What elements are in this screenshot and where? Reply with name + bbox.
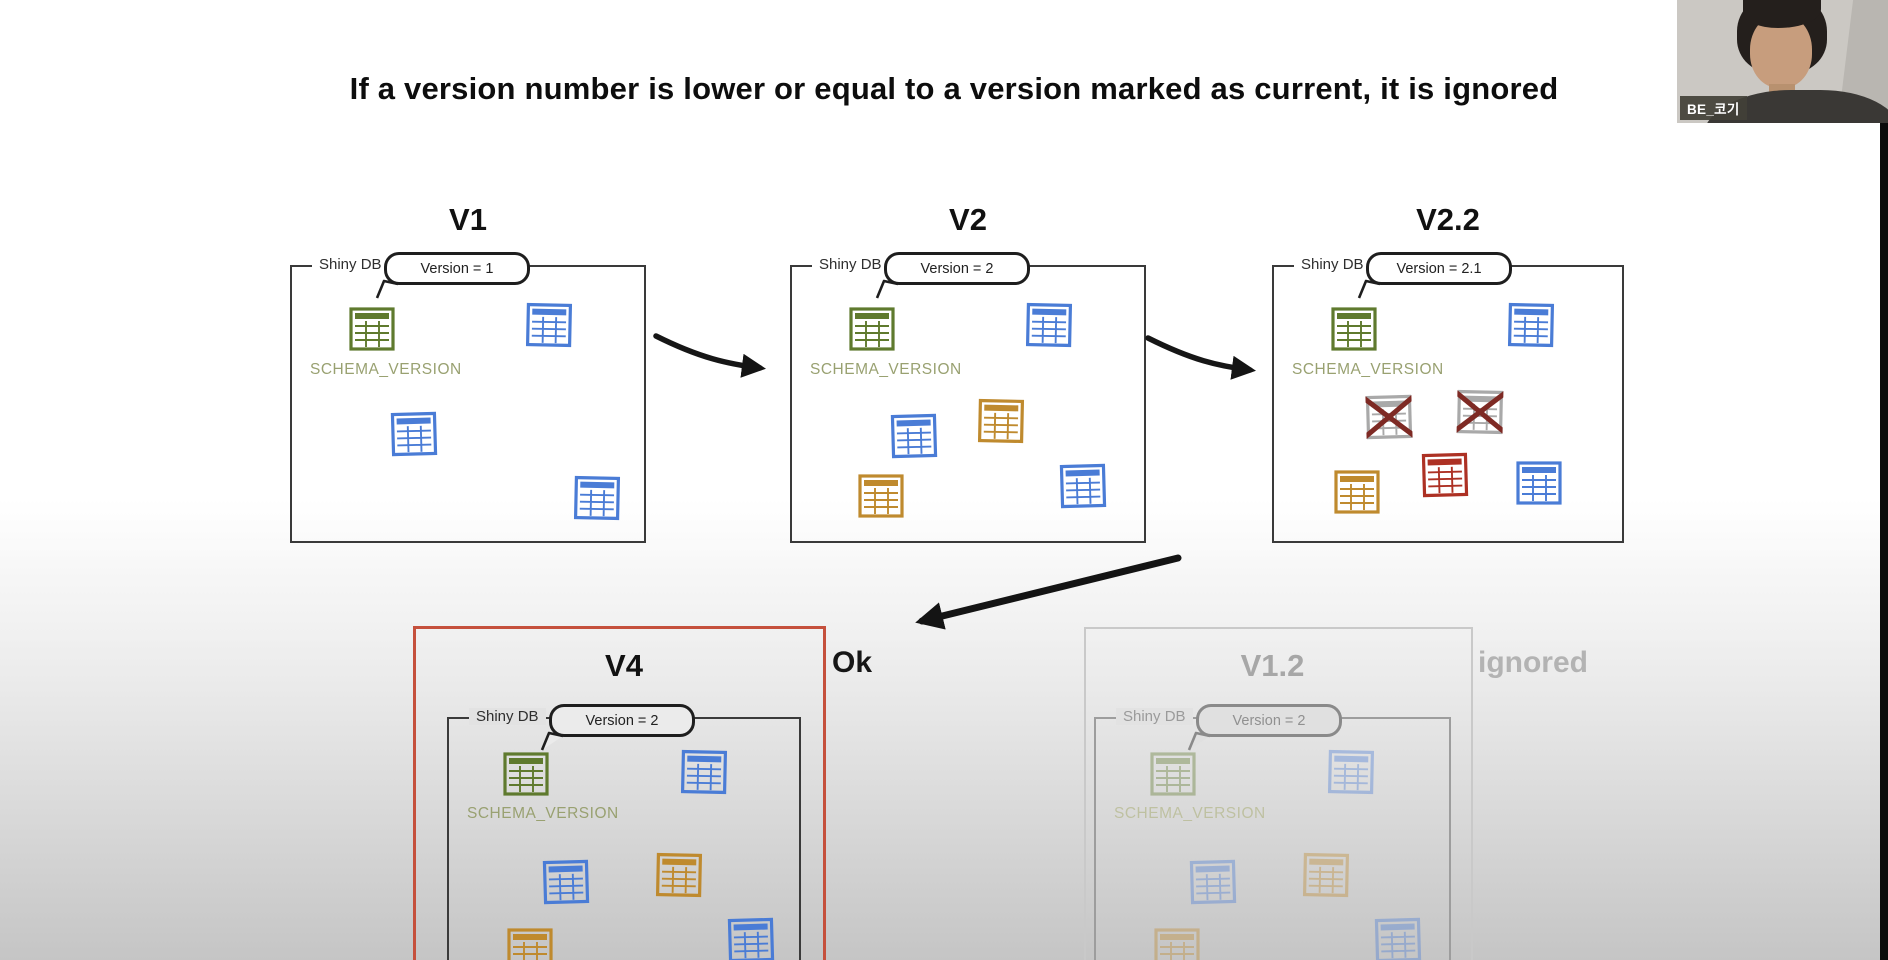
red-table-icon: [1421, 452, 1469, 498]
tables-layer: [1096, 719, 1449, 960]
webcam-name-tag: BE_코기: [1680, 96, 1747, 120]
green-table-icon: [1150, 752, 1196, 796]
version-bubble-text: Version = 2: [1232, 712, 1306, 729]
tables-layer: [792, 267, 1144, 541]
version-panel-v1-2: V1.2 Shiny DB Version = 2 SCHEMA_VERSION: [1094, 648, 1451, 960]
blue-table-icon: [1374, 917, 1422, 960]
schema-version-label: SCHEMA_VERSION: [1292, 361, 1444, 378]
schema-version-label: SCHEMA_VERSION: [1114, 805, 1266, 822]
db-box: Shiny DB Version = 1 SCHEMA_VERSION: [290, 252, 646, 543]
orange-table-icon: [655, 852, 703, 898]
crossed-out-table-icon: [1453, 389, 1507, 435]
version-bubble-text: Version = 2: [920, 260, 994, 277]
arrow-v1-to-v2: [653, 333, 767, 378]
db-box: Shiny DB Version = 2 SCHEMA_VERSION: [447, 704, 801, 960]
blue-table-icon: [573, 475, 621, 521]
db-box-label: Shiny DB: [1116, 708, 1193, 725]
version-panel-v4: V4 Shiny DB Version = 2 SCHEMA_VERSION: [447, 648, 801, 960]
tables-layer: [1274, 267, 1622, 541]
blue-table-icon: [1059, 463, 1107, 509]
orange-table-icon: [1154, 928, 1200, 960]
panel-v2-title: V2: [949, 202, 987, 237]
blue-table-icon: [542, 859, 590, 905]
db-box: Shiny DB Version = 2.1 SCHEMA_VERSION: [1272, 252, 1624, 543]
green-table-icon: [349, 307, 395, 351]
version-bubble-text: Version = 2: [585, 712, 659, 729]
green-table-icon: [1331, 307, 1377, 351]
tables-layer: [449, 719, 799, 960]
status-label-ok: Ok: [832, 646, 873, 679]
panel-v1-title: V1: [449, 202, 487, 237]
slide-title: If a version number is lower or equal to…: [349, 70, 1559, 106]
db-box-label: Shiny DB: [1294, 256, 1371, 273]
video-edge-strip: [1880, 118, 1888, 960]
db-box: Shiny DB Version = 2 SCHEMA_VERSION: [790, 252, 1146, 543]
version-bubble-text: Version = 1: [420, 260, 494, 277]
orange-table-icon: [858, 474, 904, 518]
v4-highlight-frame: [413, 626, 826, 960]
blue-table-icon: [525, 302, 573, 348]
orange-table-icon: [1302, 852, 1350, 898]
schema-version-label: SCHEMA_VERSION: [310, 361, 462, 378]
schema-version-label: SCHEMA_VERSION: [810, 361, 962, 378]
crossed-out-table-icon: [1361, 394, 1417, 440]
blue-table-icon: [1025, 302, 1073, 348]
version-panel-v2: V2 Shiny DB Version = 2 SCHEMA_VERSION: [790, 202, 1146, 543]
version-bubble: Version = 2.1: [1366, 252, 1512, 285]
blue-table-icon: [390, 411, 438, 457]
panel-v2-2-title: V2.2: [1416, 202, 1480, 237]
orange-table-icon: [507, 928, 553, 960]
green-table-icon: [849, 307, 895, 351]
version-bubble: Version = 2: [884, 252, 1030, 285]
arrow-v2-2-to-v4: [915, 554, 1182, 630]
blue-table-icon: [727, 917, 775, 960]
version-panel-v2-2: V2.2 Shiny DB Version = 2.1 SCHEMA_VERSI…: [1272, 202, 1624, 543]
blue-table-icon: [680, 749, 728, 795]
version-bubble: Version = 1: [384, 252, 530, 285]
version-panel-v1: V1 Shiny DB Version = 1 SCHEMA_VERSION: [290, 202, 646, 543]
orange-table-icon: [977, 398, 1025, 444]
v1-2-faded-frame: [1084, 627, 1473, 960]
version-bubble: Version = 2: [549, 704, 695, 737]
db-box-label: Shiny DB: [312, 256, 389, 273]
db-box: Shiny DB Version = 2 SCHEMA_VERSION: [1094, 704, 1451, 960]
blue-table-icon: [1327, 749, 1375, 795]
blue-table-icon: [1189, 859, 1237, 905]
panel-v1-2-title: V1.2: [1240, 648, 1305, 683]
blue-table-icon: [1507, 302, 1555, 348]
panel-v4-title: V4: [605, 648, 643, 683]
version-bubble: Version = 2: [1196, 704, 1342, 737]
webcam-overlay: BE_코기: [1677, 0, 1888, 123]
green-table-icon: [503, 752, 549, 796]
orange-table-icon: [1334, 470, 1380, 514]
tables-layer: [292, 267, 644, 541]
db-box-label: Shiny DB: [812, 256, 889, 273]
version-bubble-text: Version = 2.1: [1396, 260, 1482, 277]
schema-version-label: SCHEMA_VERSION: [467, 805, 619, 822]
blue-table-icon: [1516, 461, 1562, 505]
arrow-v2-to-v2-2: [1145, 335, 1257, 380]
db-box-label: Shiny DB: [469, 708, 546, 725]
blue-table-icon: [890, 413, 938, 459]
status-label-ignored: ignored: [1478, 646, 1588, 679]
